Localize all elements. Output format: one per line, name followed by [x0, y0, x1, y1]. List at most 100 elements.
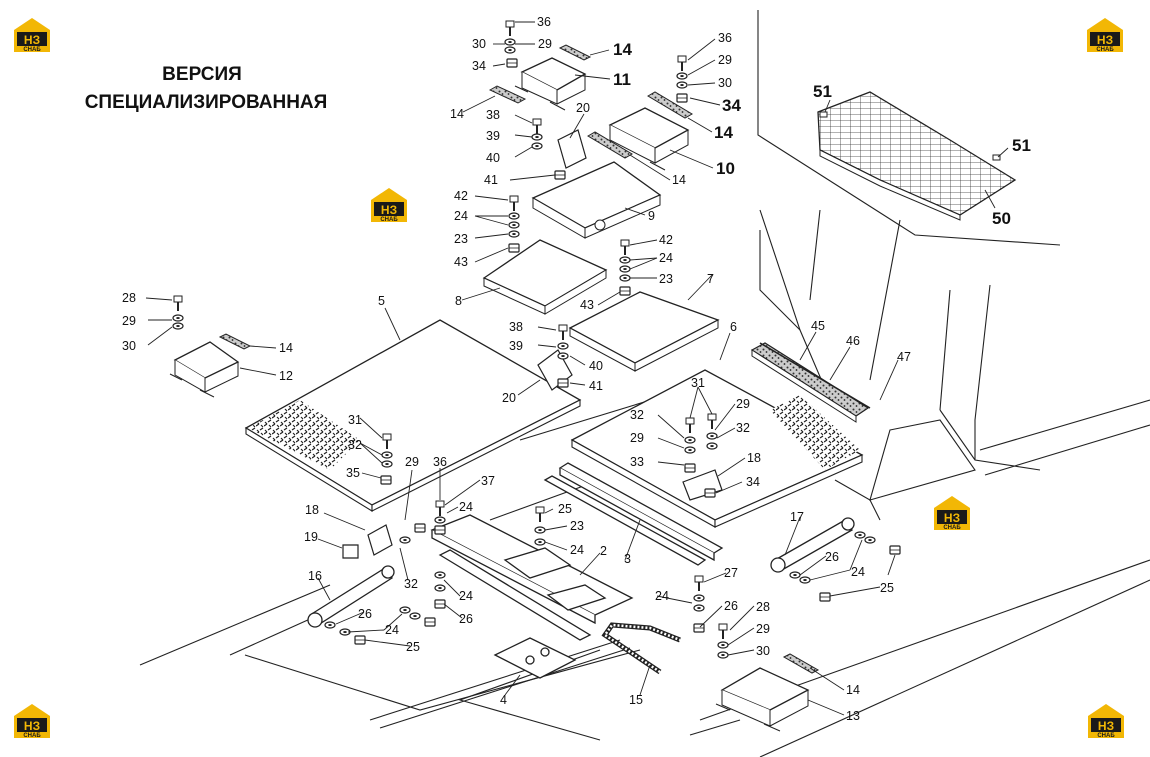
- label-42: 42: [454, 189, 468, 203]
- label-29: 29: [405, 455, 419, 469]
- label-15: 15: [629, 693, 643, 707]
- label-11: 11: [613, 70, 631, 89]
- label-30: 30: [756, 644, 770, 658]
- leader-lines: [145, 21, 1009, 716]
- title-line-2: СПЕЦИАЛИЗИРОВАННАЯ: [85, 92, 328, 113]
- label-39: 39: [509, 339, 523, 353]
- label-30: 30: [718, 76, 732, 90]
- logo-caption: СНАБ: [23, 47, 41, 53]
- label-26: 26: [459, 612, 473, 626]
- label-51: 51: [1012, 136, 1031, 155]
- label-20: 20: [502, 391, 516, 405]
- label-17: 17: [790, 510, 804, 524]
- label-51: 51: [813, 82, 832, 101]
- floor-grating: [817, 91, 1017, 221]
- label-14: 14: [279, 341, 293, 355]
- label-14: 14: [613, 40, 632, 59]
- label-23: 23: [454, 232, 468, 246]
- label-26: 26: [358, 607, 372, 621]
- logo-center-left: НЗ СНАБ: [371, 188, 407, 223]
- label-45: 45: [811, 319, 825, 333]
- logo-caption: СНАБ: [943, 525, 961, 531]
- clip-51-left: [819, 111, 828, 118]
- label-33: 33: [630, 455, 644, 469]
- label-34: 34: [722, 96, 741, 115]
- plate-7: [568, 291, 720, 372]
- label-34: 34: [746, 475, 760, 489]
- label-43: 43: [580, 298, 594, 312]
- label-14: 14: [846, 683, 860, 697]
- label-36: 36: [718, 31, 732, 45]
- label-25: 25: [406, 640, 420, 654]
- title-line-1: ВЕРСИЯ: [162, 64, 242, 85]
- label-24: 24: [851, 565, 865, 579]
- label-24: 24: [655, 589, 669, 603]
- logo-top-left: НЗ СНАБ: [14, 18, 50, 53]
- logo-letters: НЗ: [1097, 33, 1113, 47]
- label-13: 13: [846, 709, 860, 723]
- plate-5: [244, 319, 582, 512]
- label-12: 12: [279, 369, 293, 383]
- label-32: 32: [348, 438, 362, 452]
- label-20: 20: [576, 101, 590, 115]
- label-24: 24: [385, 623, 399, 637]
- cover-10: [604, 107, 690, 171]
- logo-letters: НЗ: [381, 203, 397, 217]
- label-29: 29: [630, 431, 644, 445]
- cable-15: [601, 622, 681, 675]
- label-47: 47: [897, 350, 911, 364]
- label-18: 18: [747, 451, 761, 465]
- cover-12: [169, 341, 240, 398]
- label-29: 29: [756, 622, 770, 636]
- label-40: 40: [589, 359, 603, 373]
- label-16: 16: [308, 569, 322, 583]
- label-23: 23: [570, 519, 584, 533]
- label-29: 29: [122, 314, 136, 328]
- label-50: 50: [992, 209, 1011, 228]
- label-32: 32: [404, 577, 418, 591]
- label-28: 28: [756, 600, 770, 614]
- logo-caption: СНАБ: [380, 217, 398, 223]
- label-46: 46: [846, 334, 860, 348]
- label-3: 3: [624, 552, 631, 566]
- label-7: 7: [707, 272, 714, 286]
- label-36: 36: [433, 455, 447, 469]
- label-14: 14: [672, 173, 686, 187]
- shock-17: [770, 517, 855, 573]
- label-6: 6: [730, 320, 737, 334]
- label-27: 27: [724, 566, 738, 580]
- logo-caption: СНАБ: [1096, 47, 1114, 53]
- label-24: 24: [459, 589, 473, 603]
- shock-16: [307, 565, 395, 628]
- label-9: 9: [648, 209, 655, 223]
- logo-caption: СНАБ: [1097, 733, 1115, 739]
- logo-letters: НЗ: [1098, 719, 1114, 733]
- label-10: 10: [716, 159, 735, 178]
- label-25: 25: [558, 502, 572, 516]
- logo-letters: НЗ: [24, 719, 40, 733]
- label-43: 43: [454, 255, 468, 269]
- logo-bottom-right: НЗ СНАБ: [1088, 704, 1124, 739]
- logo-caption: СНАБ: [23, 733, 41, 739]
- label-40: 40: [486, 151, 500, 165]
- logo-letters: НЗ: [24, 33, 40, 47]
- label-38: 38: [509, 320, 523, 334]
- label-31: 31: [691, 376, 705, 390]
- label-36: 36: [537, 15, 551, 29]
- label-28: 28: [122, 291, 136, 305]
- logo-bottom-left: НЗ СНАБ: [14, 704, 50, 739]
- logo-letters: НЗ: [944, 511, 960, 525]
- label-4: 4: [500, 693, 507, 707]
- block-9: [531, 161, 662, 239]
- label-24: 24: [659, 251, 673, 265]
- label-41: 41: [589, 379, 603, 393]
- label-29: 29: [538, 37, 552, 51]
- label-14: 14: [714, 123, 733, 142]
- label-29: 29: [736, 397, 750, 411]
- label-41: 41: [484, 173, 498, 187]
- label-34: 34: [472, 59, 486, 73]
- label-32: 32: [630, 408, 644, 422]
- label-26: 26: [825, 550, 839, 564]
